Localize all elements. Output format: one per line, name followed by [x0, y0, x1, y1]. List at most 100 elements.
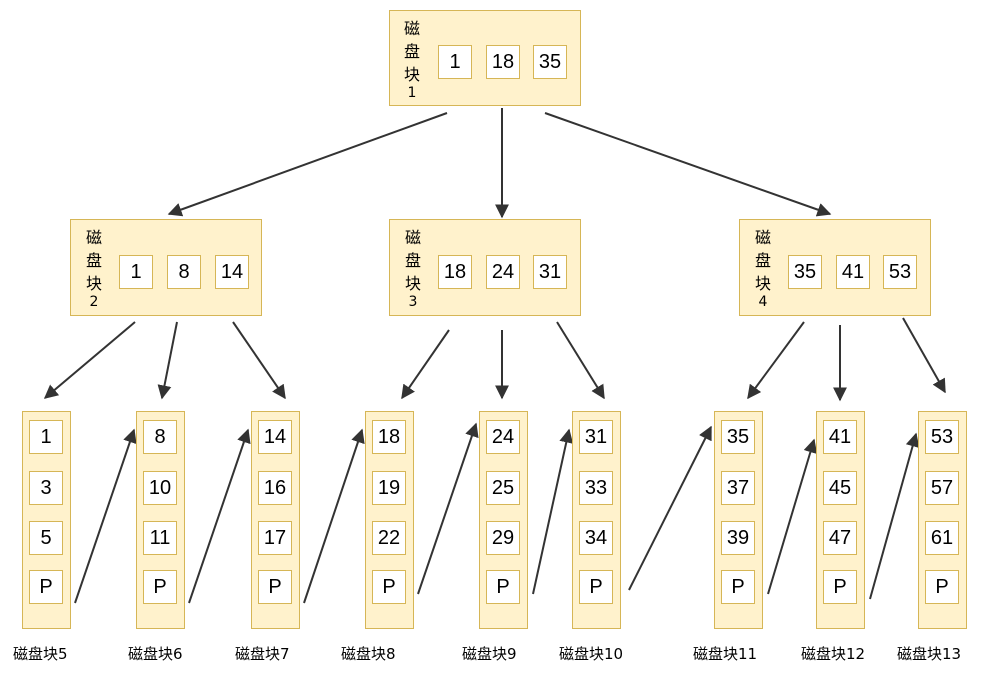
pointer-cell: P [29, 570, 63, 604]
edge-block-2-to-block-5 [43, 321, 136, 399]
label-char: 盘 [403, 42, 420, 61]
key-cell: 53 [883, 255, 917, 289]
edge-block-4-to-block-13 [902, 317, 946, 394]
key-cell: 8 [143, 420, 177, 454]
label-num: 4 [758, 294, 768, 310]
pointer-cell: P [721, 570, 755, 604]
key-cell: 31 [533, 255, 567, 289]
disk-block-11: 35 37 39 P [714, 411, 763, 629]
label-char: 磁 [404, 228, 421, 247]
key-cell: 57 [925, 471, 959, 505]
edge-root-to-block-4 [544, 112, 832, 217]
leaf-label: 磁盘块5 [13, 645, 68, 663]
leaf-label: 磁盘块8 [341, 645, 396, 663]
key-cell: 8 [167, 255, 201, 289]
edge-block-2-to-block-7 [232, 321, 286, 400]
key-cell: 37 [721, 471, 755, 505]
label-char: 磁 [754, 228, 771, 247]
pointer-cell: P [258, 570, 292, 604]
key-cell: 19 [372, 471, 406, 505]
key-cell: 41 [823, 420, 857, 454]
key-cell: 24 [486, 420, 520, 454]
label-char: 磁 [403, 19, 420, 38]
key-cell: 35 [721, 420, 755, 454]
edge-block-2-to-block-6 [157, 321, 178, 400]
edge-block-4-to-block-11 [747, 321, 805, 400]
block-label: 磁 盘 块 1 [402, 17, 422, 100]
label-char: 磁 [85, 228, 102, 247]
key-cell: 18 [438, 255, 472, 289]
leaf-label: 磁盘块11 [693, 645, 758, 663]
key-cell: 14 [215, 255, 249, 289]
key-cell: 18 [486, 45, 520, 79]
pointer-cell: P [486, 570, 520, 604]
leaf-link-11-to-12 [767, 438, 818, 595]
leaf-link-8-to-9 [417, 422, 479, 595]
key-cell: 61 [925, 521, 959, 555]
label-num: 1 [407, 85, 417, 101]
key-cell: 3 [29, 471, 63, 505]
disk-block-6: 8 10 11 P [136, 411, 185, 629]
key-cell: 33 [579, 471, 613, 505]
key-cell: 14 [258, 420, 292, 454]
key-cell: 29 [486, 521, 520, 555]
label-char: 盘 [404, 251, 421, 270]
key-cell: 53 [925, 420, 959, 454]
disk-block-10: 31 33 34 P [572, 411, 621, 629]
label-num: 2 [89, 294, 99, 310]
block-label: 磁 盘 块 2 [84, 226, 104, 309]
label-num: 3 [408, 294, 418, 310]
disk-block-12: 41 45 47 P [816, 411, 865, 629]
disk-block-3: 磁 盘 块 3 18 24 31 [389, 219, 581, 316]
key-cell: 35 [788, 255, 822, 289]
leaf-label: 磁盘块10 [559, 645, 624, 663]
disk-block-13: 53 57 61 P [918, 411, 967, 629]
key-cell: 25 [486, 471, 520, 505]
key-cell: 39 [721, 521, 755, 555]
key-cell: 31 [579, 420, 613, 454]
key-cell: 34 [579, 521, 613, 555]
disk-block-1: 磁 盘 块 1 1 18 35 [389, 10, 581, 106]
pointer-cell: P [823, 570, 857, 604]
key-cell: 5 [29, 521, 63, 555]
key-cell: 24 [486, 255, 520, 289]
key-cell: 35 [533, 45, 567, 79]
label-char: 盘 [754, 251, 771, 270]
block-label: 磁 盘 块 4 [753, 226, 773, 309]
leaf-label: 磁盘块6 [128, 645, 183, 663]
label-char: 块 [403, 65, 420, 84]
key-cell: 11 [143, 521, 177, 555]
block-label: 磁 盘 块 3 [403, 226, 423, 309]
leaf-link-10-to-11 [628, 425, 712, 591]
label-char: 块 [404, 274, 421, 293]
pointer-cell: P [143, 570, 177, 604]
key-cell: 18 [372, 420, 406, 454]
key-cell: 1 [438, 45, 472, 79]
leaf-label: 磁盘块12 [801, 645, 866, 663]
key-cell: 16 [258, 471, 292, 505]
edge-block-3-to-block-10 [556, 321, 605, 400]
label-char: 盘 [85, 251, 102, 270]
disk-block-4: 磁 盘 块 4 35 41 53 [739, 219, 931, 316]
key-cell: 1 [119, 255, 153, 289]
key-cell: 17 [258, 521, 292, 555]
key-cell: 22 [372, 521, 406, 555]
key-cell: 47 [823, 521, 857, 555]
edge-block-3-to-block-8 [401, 329, 450, 400]
edge-root-to-block-2 [167, 112, 448, 217]
leaf-link-9-to-10 [532, 428, 574, 595]
pointer-cell: P [579, 570, 613, 604]
pointer-cell: P [925, 570, 959, 604]
leaf-link-5-to-6 [74, 428, 137, 604]
key-cell: 45 [823, 471, 857, 505]
key-cell: 1 [29, 420, 63, 454]
leaf-link-7-to-8 [303, 428, 365, 604]
key-cell: 10 [143, 471, 177, 505]
leaf-label: 磁盘块9 [462, 645, 517, 663]
disk-block-5: 1 3 5 P [22, 411, 71, 629]
leaf-link-6-to-7 [188, 428, 251, 604]
key-cell: 41 [836, 255, 870, 289]
leaf-link-12-to-13 [869, 432, 920, 600]
label-char: 块 [85, 274, 102, 293]
